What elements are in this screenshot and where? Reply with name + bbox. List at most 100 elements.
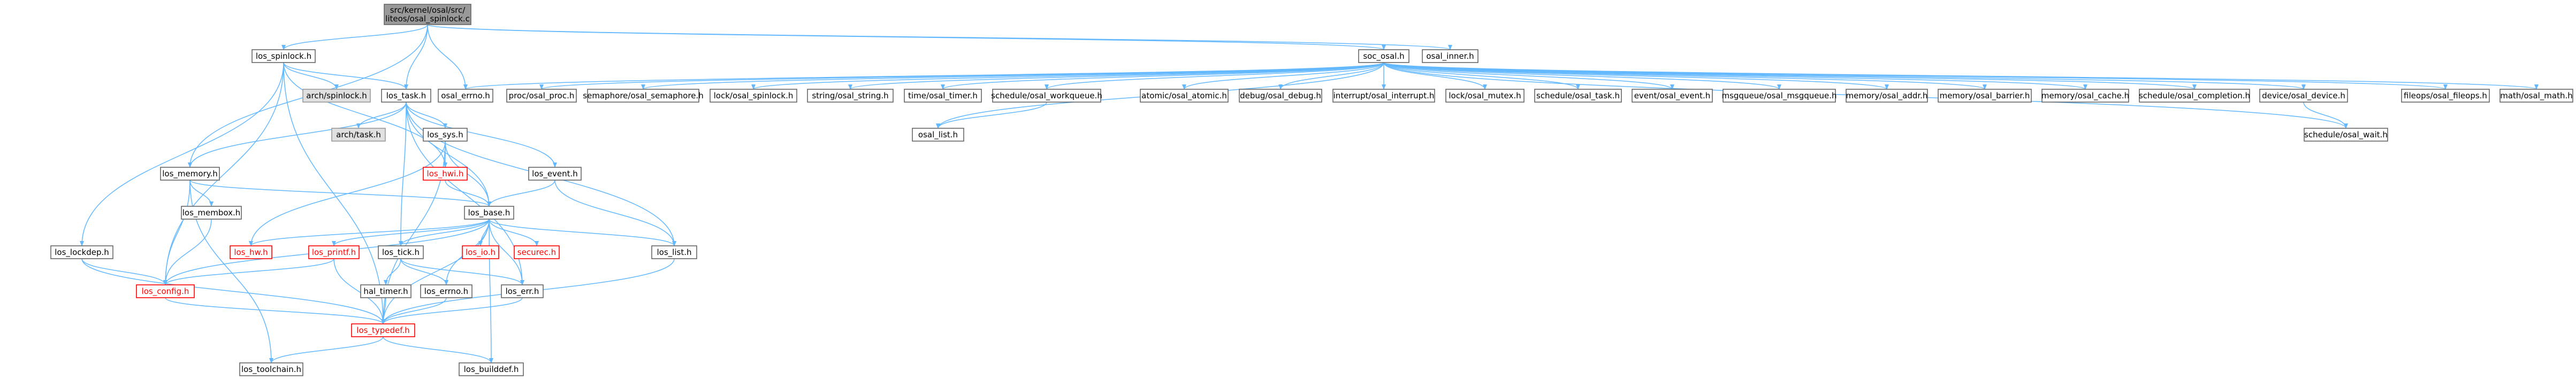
node-box — [1846, 89, 1928, 103]
edge-los-base-h-to-los-printf-h — [332, 219, 490, 246]
node-math-osal-math-h[interactable]: math/osal_math.h — [2499, 89, 2573, 103]
node-los-config-h[interactable]: los_config.h — [136, 284, 195, 298]
node-los-tick-h[interactable]: los_tick.h — [378, 245, 424, 259]
node-box — [1422, 49, 1478, 63]
node-hal-timer-h[interactable]: hal_timer.h — [360, 284, 411, 298]
node-label: los_typedef.h — [356, 325, 409, 336]
node-box — [308, 245, 360, 259]
node-proc-osal-proc-h[interactable]: proc/osal_proc.h — [506, 89, 577, 103]
node-label: string/osal_string.h — [812, 91, 888, 101]
node-box — [2041, 89, 2129, 103]
node-semaphore-osal-semaphore-h[interactable]: semaphore/osal_semaphore.h — [583, 89, 704, 103]
node-box — [1723, 89, 1836, 103]
node-box — [1938, 89, 2032, 103]
node-label: los_toolchain.h — [241, 365, 301, 375]
node-box — [351, 323, 415, 337]
edge-osal-spinlock-c-to-soc-osal-h — [427, 24, 1386, 50]
node-los-membox-h[interactable]: los_membox.h — [181, 206, 242, 220]
edge-soc-osal-h-to-atomic-osal-atomic-h — [1182, 62, 1384, 90]
node-box — [992, 89, 1101, 103]
node-memory-osal-cache-h[interactable]: memory/osal_cache.h — [2041, 89, 2129, 103]
node-device-osal-device-h[interactable]: device/osal_device.h — [2259, 89, 2348, 103]
node-string-osal-string-h[interactable]: string/osal_string.h — [807, 89, 894, 103]
node-schedule-osal-completion-h[interactable]: schedule/osal_completion.h — [2139, 89, 2250, 103]
node-box — [2139, 89, 2250, 103]
edge-los-typedef-h-to-los-toolchain-h — [269, 336, 384, 363]
edge-los-tick-h-to-hal-timer-h — [384, 258, 401, 285]
node-los-typedef-h[interactable]: los_typedef.h — [351, 323, 415, 337]
node-arch-task-h: arch/task.h — [331, 128, 386, 142]
node-label: memory/osal_addr.h — [1846, 91, 1928, 101]
node-osal-inner-h[interactable]: osal_inner.h — [1422, 49, 1478, 63]
edge-los-base-h-to-los-hw-h — [249, 219, 490, 246]
node-los-hwi-h[interactable]: los_hwi.h — [423, 167, 468, 181]
node-atomic-osal-atomic-h[interactable]: atomic/osal_atomic.h — [1140, 89, 1229, 103]
edge-los-memory-h-to-los-base-h — [189, 180, 491, 207]
node-msgqueue-osal-msgqueue-h[interactable]: msgqueue/osal_msgqueue.h — [1721, 89, 1837, 103]
node-los-errno-h[interactable]: los_errno.h — [420, 284, 472, 298]
node-box — [2499, 89, 2573, 103]
edge-soc-osal-h-to-schedule-osal-workqueue-h — [1045, 62, 1384, 90]
node-los-sys-h[interactable]: los_sys.h — [423, 128, 468, 142]
node-interrupt-osal-interrupt-h[interactable]: interrupt/osal_interrupt.h — [1332, 89, 1435, 103]
node-los-event-h[interactable]: los_event.h — [528, 167, 582, 181]
node-osal-list-h[interactable]: osal_list.h — [912, 128, 964, 142]
edge-los-printf-h-to-los-config-h — [163, 258, 334, 285]
edge-los-base-h-to-securec-h — [489, 219, 539, 246]
edge-soc-osal-h-to-osal-errno-h — [463, 62, 1384, 90]
node-debug-osal-debug-h[interactable]: debug/osal_debug.h — [1239, 89, 1322, 103]
node-los-io-h[interactable]: los_io.h — [462, 245, 499, 259]
node-los-printf-h[interactable]: los_printf.h — [308, 245, 360, 259]
node-schedule-osal-wait-h[interactable]: schedule/osal_wait.h — [2304, 128, 2388, 142]
node-los-hw-h[interactable]: los_hw.h — [230, 245, 272, 259]
node-label: los_membox.h — [182, 208, 241, 218]
node-label: atomic/osal_atomic.h — [1141, 91, 1227, 101]
node-los-memory-h[interactable]: los_memory.h — [160, 167, 220, 181]
node-box — [514, 245, 560, 259]
edge-soc-osal-h-to-time-osal-timer-h — [941, 62, 1384, 90]
node-osal-errno-h[interactable]: osal_errno.h — [438, 89, 493, 103]
node-box — [807, 89, 894, 103]
edge-soc-osal-h-to-lock-osal-spinlock-h — [751, 62, 1384, 90]
node-box — [331, 128, 386, 142]
node-box — [2304, 128, 2388, 142]
node-label: los_task.h — [386, 91, 426, 101]
node-los-task-h[interactable]: los_task.h — [381, 89, 431, 103]
node-label: securec.h — [517, 247, 556, 257]
node-label: math/osal_math.h — [2500, 91, 2573, 101]
node-los-err-h[interactable]: los_err.h — [501, 284, 544, 298]
node-los-base-h[interactable]: los_base.h — [464, 206, 514, 220]
node-box — [381, 89, 431, 103]
node-los-builddef-h[interactable]: los_builddef.h — [459, 362, 524, 376]
node-memory-osal-addr-h[interactable]: memory/osal_addr.h — [1846, 89, 1928, 103]
node-los-toolchain-h[interactable]: los_toolchain.h — [239, 362, 303, 376]
node-time-osal-timer-h[interactable]: time/osal_timer.h — [904, 89, 982, 103]
edge-los-config-h-to-los-typedef-h — [165, 297, 385, 324]
node-los-lockdep-h[interactable]: los_lockdep.h — [50, 245, 113, 259]
edge-los-spinlock-h-to-los-config-h — [163, 62, 284, 285]
edge-los-err-h-to-los-typedef-h — [381, 297, 523, 324]
node-lock-osal-mutex-h[interactable]: lock/osal_mutex.h — [1445, 89, 1525, 103]
node-schedule-osal-workqueue-h[interactable]: schedule/osal_workqueue.h — [991, 89, 1102, 103]
node-los-list-h[interactable]: los_list.h — [651, 245, 697, 259]
node-box — [1140, 89, 1229, 103]
node-schedule-osal-task-h[interactable]: schedule/osal_task.h — [1534, 89, 1622, 103]
node-label: los_io.h — [466, 247, 496, 258]
node-label: proc/osal_proc.h — [509, 91, 575, 101]
node-lock-osal-spinlock-h[interactable]: lock/osal_spinlock.h — [710, 89, 797, 103]
node-label: interrupt/osal_interrupt.h — [1333, 91, 1435, 101]
edge-los-task-h-to-los-tick-h — [399, 102, 407, 246]
node-box — [160, 167, 220, 181]
edge-soc-osal-h-to-fileops-osal-fileops-h — [1383, 62, 2448, 90]
edge-soc-osal-h-to-memory-osal-barrier-h — [1383, 62, 1987, 90]
edge-soc-osal-h-to-string-osal-string-h — [848, 62, 1384, 90]
node-soc-osal-h[interactable]: soc_osal.h — [1358, 49, 1409, 63]
node-box — [2401, 89, 2490, 103]
node-memory-osal-barrier-h[interactable]: memory/osal_barrier.h — [1938, 89, 2032, 103]
node-label: los_memory.h — [162, 169, 217, 179]
node-los-spinlock-h[interactable]: los_spinlock.h — [251, 49, 316, 63]
node-securec-h[interactable]: securec.h — [514, 245, 560, 259]
node-event-osal-event-h[interactable]: event/osal_event.h — [1632, 89, 1713, 103]
node-fileops-osal-fileops-h[interactable]: fileops/osal_fileops.h — [2401, 89, 2490, 103]
edge-los-tick-h-to-los-err-h — [400, 258, 524, 285]
